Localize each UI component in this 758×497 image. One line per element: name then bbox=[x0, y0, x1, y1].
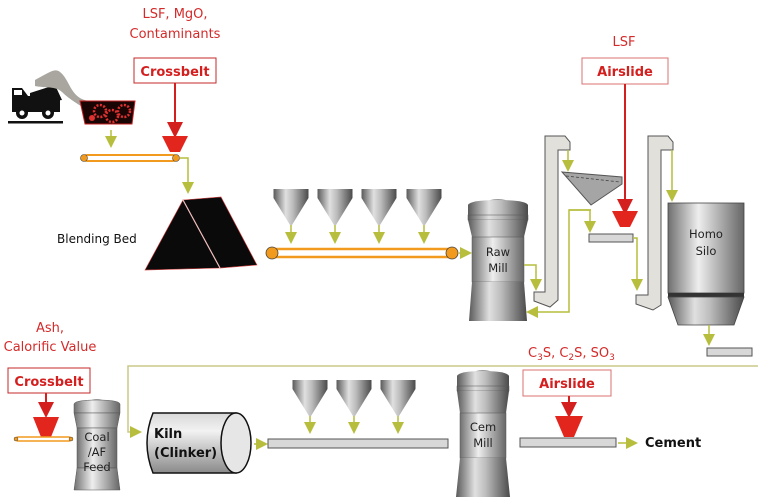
kiln-feed-line bbox=[127, 365, 758, 438]
kiln bbox=[146, 412, 252, 474]
coal-feed-label: Coal bbox=[84, 430, 109, 444]
hopper-icon bbox=[317, 189, 353, 244]
blending-bed bbox=[144, 196, 258, 271]
airslide-conveyor bbox=[588, 233, 634, 243]
crossbelt-analyzer-label: Crossbelt bbox=[14, 375, 83, 390]
crossbelt-analyzer-box[interactable] bbox=[7, 367, 91, 394]
cement-mill-label: Mill bbox=[473, 436, 493, 450]
bucket-elevator-icon bbox=[533, 135, 571, 308]
raw-mill-label: Raw bbox=[486, 245, 510, 259]
analyzer-measures-label: LSF bbox=[613, 35, 636, 50]
analyzer-head-icon bbox=[612, 211, 638, 227]
raw-mill-label: Mill bbox=[488, 261, 508, 275]
blending-bed-label: Blending Bed bbox=[57, 232, 137, 246]
clinker-conveyor bbox=[267, 438, 449, 449]
flow-arrow bbox=[569, 209, 596, 233]
silo-discharge-airslide bbox=[706, 347, 753, 357]
flow-arrow bbox=[631, 237, 643, 291]
kiln-label: Kiln bbox=[154, 427, 182, 442]
analyzer-measures-label: Calorific Value bbox=[4, 340, 97, 355]
raw-feed-hoppers bbox=[273, 189, 442, 244]
hopper-icon bbox=[380, 380, 416, 434]
airslide-analyzer-box[interactable] bbox=[522, 369, 612, 397]
hopper-icon bbox=[406, 189, 442, 244]
separator-icon bbox=[560, 171, 623, 206]
airslide-analyzer-box[interactable] bbox=[581, 57, 669, 85]
conveyor-belt bbox=[80, 154, 180, 162]
dump-truck-icon bbox=[8, 85, 63, 124]
cement-product-label: Cement bbox=[645, 436, 701, 451]
coal-af-feed bbox=[73, 399, 121, 491]
homo-silo bbox=[667, 202, 745, 326]
analyzer-head-icon bbox=[162, 136, 188, 152]
raw-feed-conveyor bbox=[265, 246, 459, 260]
kiln-label: (Clinker) bbox=[154, 446, 217, 461]
hopper-icon bbox=[361, 189, 397, 244]
analyzer-head-icon bbox=[33, 417, 59, 437]
coal-conveyor-belt bbox=[13, 436, 74, 442]
analyzer-measures-label: Ash, bbox=[36, 321, 64, 336]
cement-mill bbox=[456, 370, 510, 497]
cement-mill-label: Cem bbox=[470, 420, 496, 434]
bucket-elevator-icon bbox=[635, 135, 674, 311]
coal-feed-label: /AF bbox=[88, 445, 106, 459]
homo-silo-label: Silo bbox=[696, 244, 717, 258]
raw-mill bbox=[467, 199, 529, 321]
hopper-icon bbox=[292, 380, 328, 434]
hopper-icon bbox=[273, 189, 309, 244]
crossbelt-analyzer-label: Crossbelt bbox=[140, 65, 209, 80]
crusher-icon bbox=[79, 100, 136, 125]
analyzer-measures-label: C3S, C2S, SO3 bbox=[528, 346, 615, 363]
hopper-icon bbox=[336, 380, 372, 434]
analyzer-measures-label: LSF, MgO, bbox=[142, 7, 207, 22]
coal-feed-label: Feed bbox=[83, 460, 110, 474]
homo-silo-label: Homo bbox=[689, 227, 723, 241]
cement-additive-hoppers bbox=[292, 380, 416, 434]
analyzer-measures-label: Contaminants bbox=[130, 27, 221, 42]
airslide-analyzer-label: Airslide bbox=[597, 65, 653, 80]
flow-arrow bbox=[180, 157, 194, 194]
analyzer-head-icon bbox=[555, 416, 583, 437]
cement-airslide bbox=[519, 437, 617, 448]
airslide-analyzer-label: Airslide bbox=[539, 377, 595, 392]
flow-arrow bbox=[524, 264, 542, 291]
